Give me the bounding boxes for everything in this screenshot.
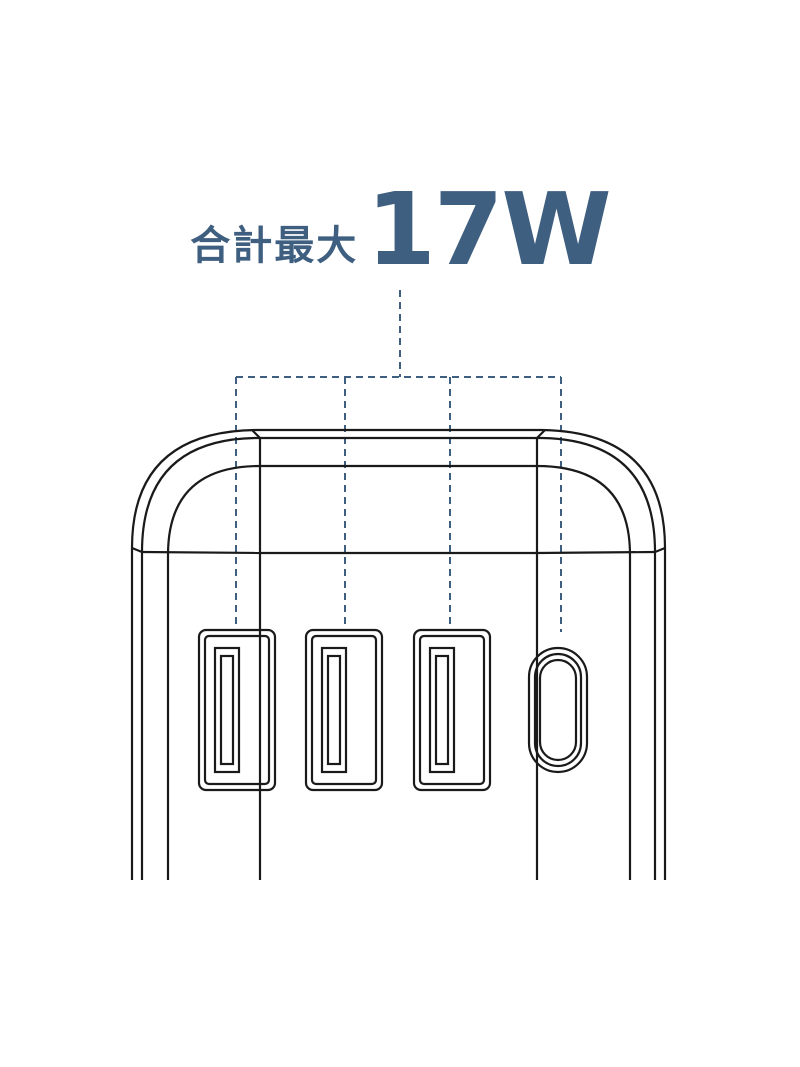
usb-a-port-1 bbox=[197, 628, 277, 792]
usb-a-port-3 bbox=[412, 628, 492, 792]
usb-a-port-2-tongue bbox=[326, 654, 342, 766]
device-body bbox=[130, 428, 667, 880]
usb-a-port-2-outer bbox=[304, 628, 384, 792]
usb-a-port-3-outer bbox=[412, 628, 492, 792]
device-inner-face bbox=[166, 464, 632, 880]
usb-a-port-1-tongue bbox=[219, 654, 235, 766]
device-top-face-ledge-right bbox=[654, 546, 666, 554]
device-top-face-ledge bbox=[131, 546, 143, 554]
usb-a-port-2-socket bbox=[320, 646, 348, 774]
wattage-value: 17W bbox=[366, 171, 611, 288]
usb-c-port-outer bbox=[527, 646, 589, 774]
device-top-face bbox=[251, 429, 546, 555]
usb-c-port-middle bbox=[533, 652, 583, 768]
usb-a-port-3-inner bbox=[418, 634, 486, 786]
total-max-label: 合計最大 bbox=[190, 223, 359, 269]
usb-a-port-3-socket bbox=[428, 646, 456, 774]
usb-a-port-1-socket bbox=[213, 646, 241, 774]
usb-c-port-inner bbox=[538, 658, 578, 762]
device-shoulder-left bbox=[141, 550, 261, 555]
usb-c-port bbox=[527, 646, 589, 774]
usb-a-port-2 bbox=[304, 628, 384, 792]
usb-a-port-3-tongue bbox=[434, 654, 450, 766]
connector-lines bbox=[235, 290, 562, 632]
device-shoulder-right bbox=[536, 550, 656, 555]
usb-a-port-1-outer bbox=[197, 628, 277, 792]
usb-a-port-2-inner bbox=[310, 634, 378, 786]
device-outer-edge bbox=[130, 428, 667, 880]
usb-a-port-1-inner bbox=[203, 634, 271, 786]
output-headline: 合計最大 17W bbox=[0, 170, 800, 280]
device-bevel-edge bbox=[140, 436, 657, 880]
